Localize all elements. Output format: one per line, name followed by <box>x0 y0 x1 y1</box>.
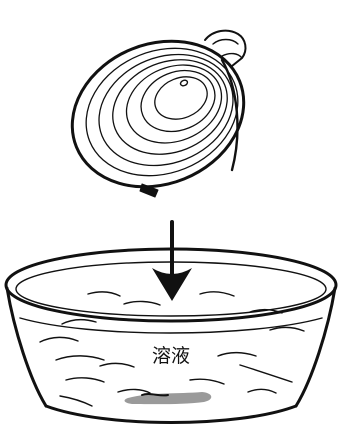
cap-center-hole <box>180 79 189 87</box>
suction-cup-cap-icon <box>50 16 266 212</box>
solution-label: 溶液 <box>152 345 190 367</box>
cap-rim <box>50 16 266 212</box>
basin-bottom <box>46 406 296 423</box>
residue-streak <box>125 392 212 404</box>
